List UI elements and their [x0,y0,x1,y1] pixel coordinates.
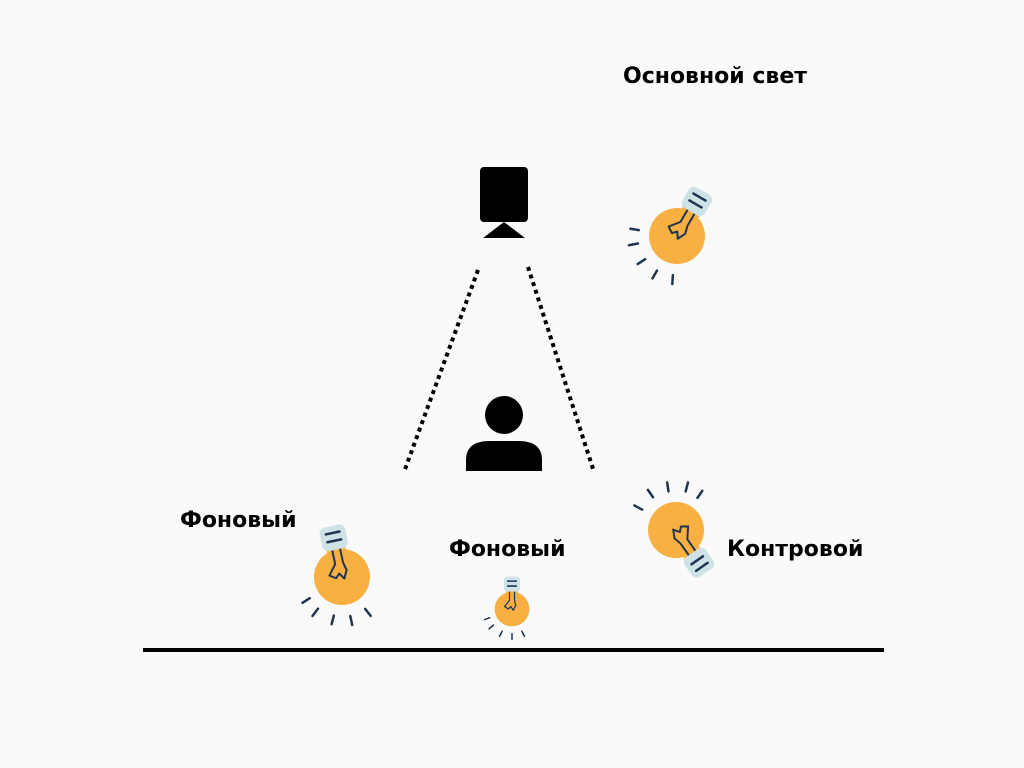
key-light-bulb-icon [613,167,729,294]
field-of-view-right [526,266,596,473]
camera-icon [480,167,528,238]
background-light-left-bulb-icon [286,519,381,636]
background-center-label: Фоновый [449,537,566,562]
back-light-bulb-icon [623,463,744,590]
background-light-center-bulb-icon [483,575,531,641]
back-light-label: Контровой [727,537,864,562]
field-of-view-left [402,269,480,473]
background-left-label: Фоновый [180,508,297,533]
key-light-label: Основной свет [623,64,808,89]
person-icon [466,396,542,471]
